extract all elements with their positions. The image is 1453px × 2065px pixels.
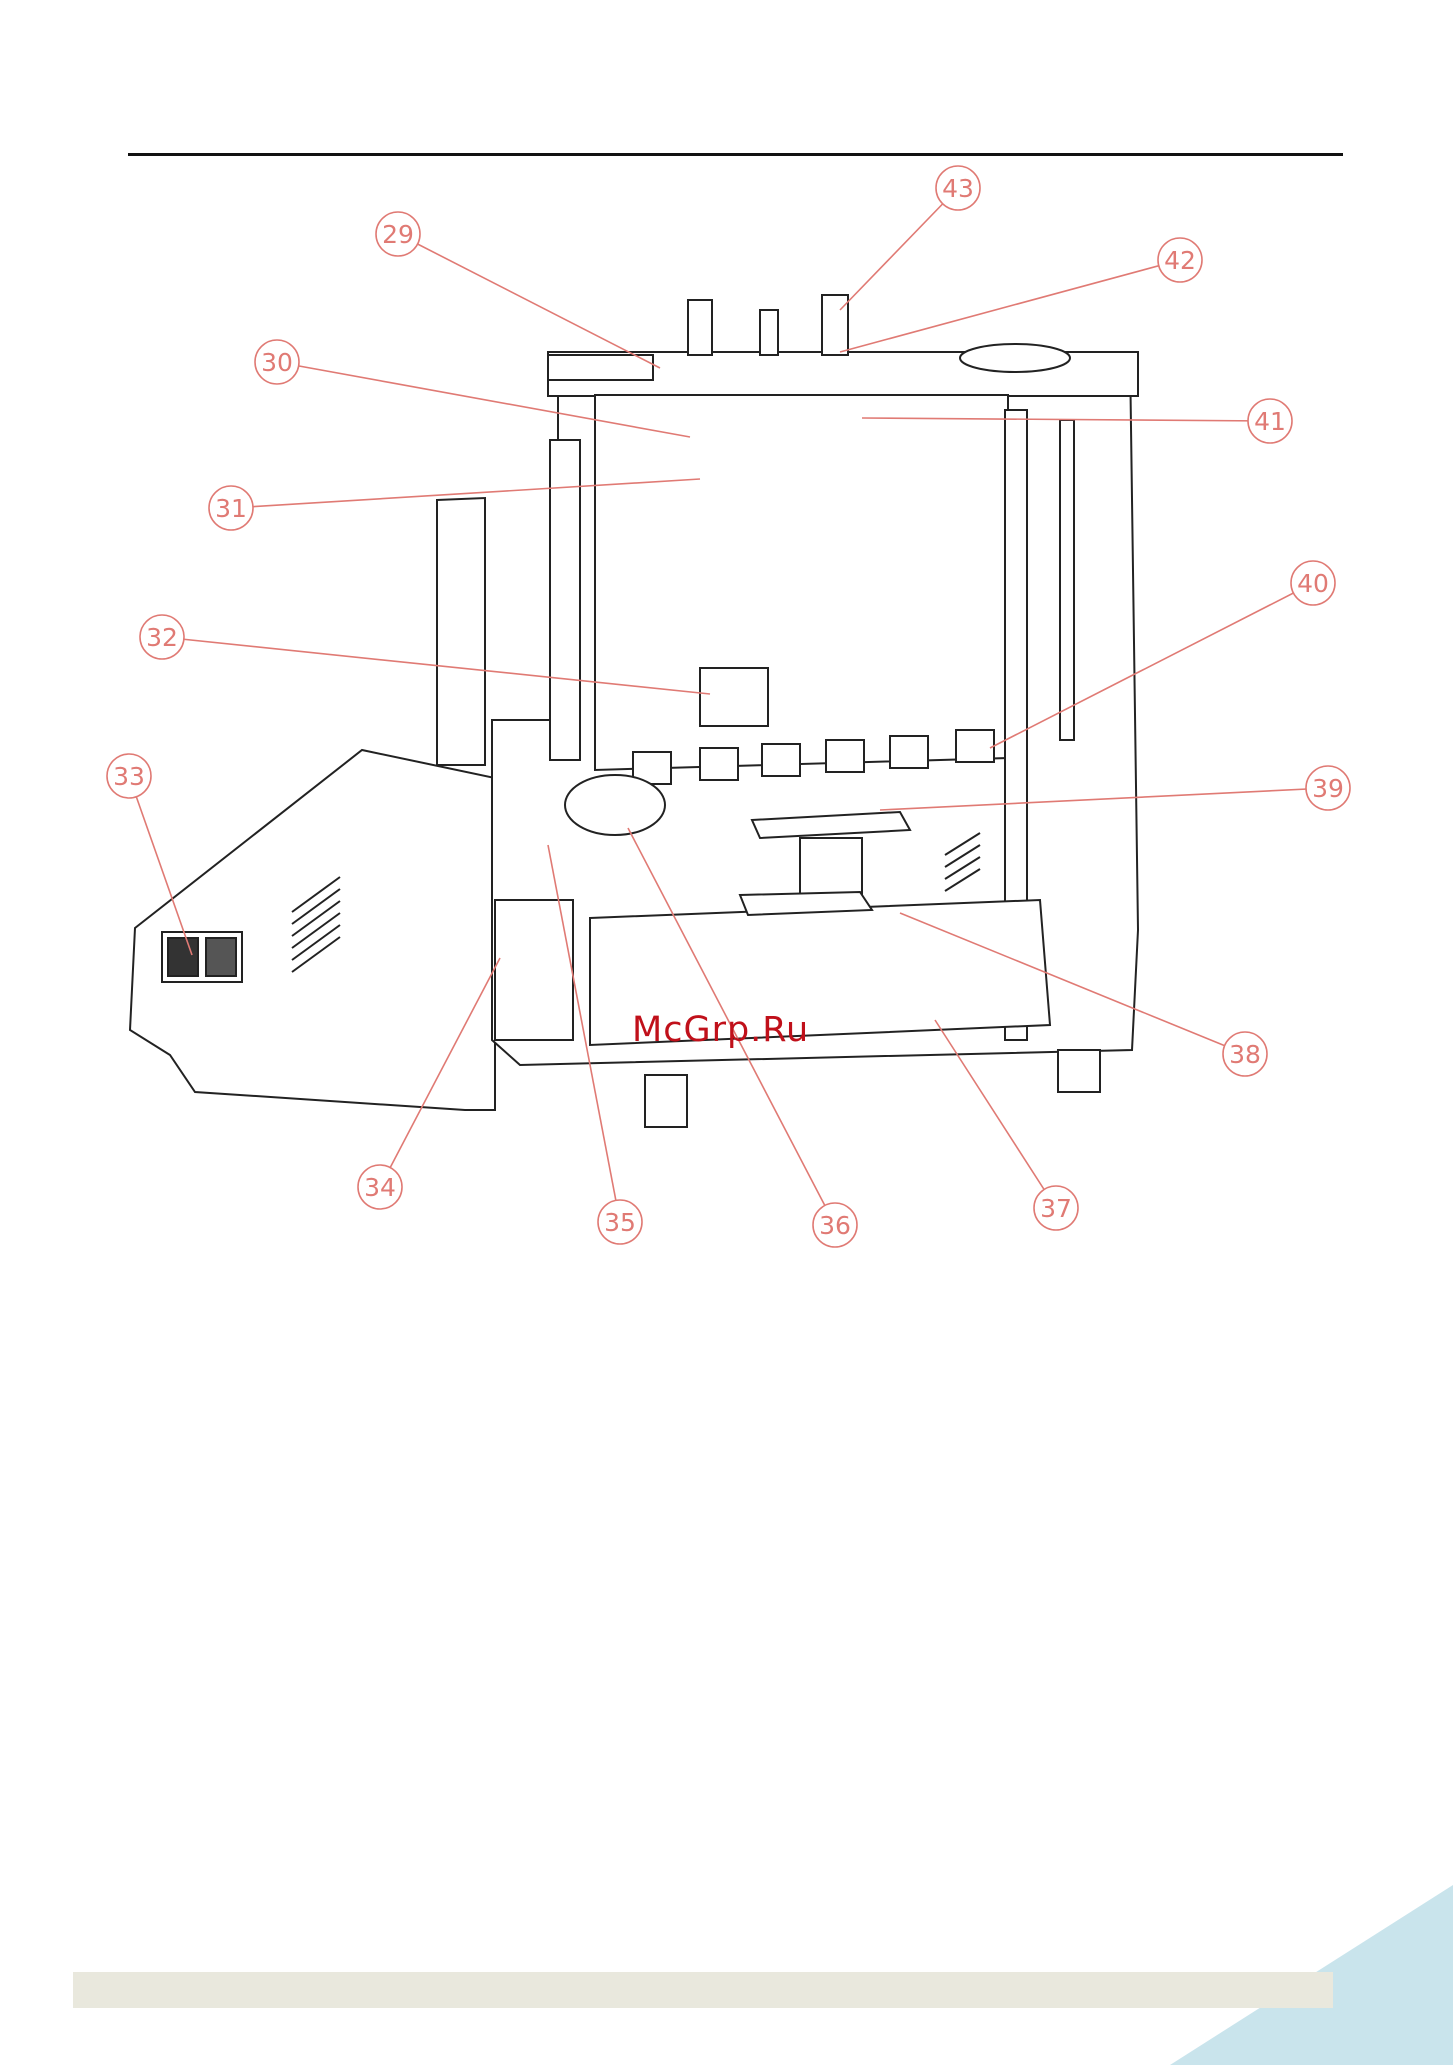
watermark: McGrp.Ru	[632, 1010, 809, 1050]
callout-label-36: 36	[819, 1211, 851, 1240]
tank-lid	[740, 892, 872, 915]
callout-label-34: 34	[364, 1173, 396, 1202]
top-reservoir	[960, 344, 1070, 372]
foot-left	[645, 1075, 687, 1127]
top-fitting-left	[688, 300, 712, 355]
callout-label-30: 30	[261, 348, 293, 377]
callout-leader-42	[840, 260, 1180, 352]
solenoid-valve	[700, 668, 768, 726]
callout-label-35: 35	[604, 1208, 636, 1237]
callout-label-43: 43	[942, 174, 974, 203]
transformer	[495, 900, 573, 1040]
vertical-rod	[1060, 420, 1074, 740]
callout-label-37: 37	[1040, 1194, 1072, 1223]
callout-label-38: 38	[1229, 1040, 1261, 1069]
callout-label-40: 40	[1297, 569, 1329, 598]
footer-band	[73, 1972, 1333, 2008]
top-fitting-right	[822, 295, 848, 355]
callout-label-42: 42	[1164, 246, 1196, 275]
callout-label-31: 31	[215, 494, 247, 523]
callout-leader-43	[840, 188, 958, 310]
foot-right	[1058, 1050, 1100, 1092]
callout-label-39: 39	[1312, 774, 1344, 803]
machine-drawing	[130, 295, 1138, 1127]
rear-panel	[437, 498, 485, 765]
inner-plate	[595, 395, 1008, 770]
top-fitting-center	[760, 310, 778, 355]
top-bar	[548, 355, 653, 380]
callout-leader-29	[398, 234, 660, 368]
callout-label-29: 29	[382, 220, 414, 249]
callout-label-33: 33	[113, 762, 145, 791]
callout-label-41: 41	[1254, 407, 1286, 436]
fan	[565, 775, 665, 835]
pump-body	[800, 838, 862, 896]
left-side-panel	[130, 750, 495, 1110]
callout-label-32: 32	[146, 623, 178, 652]
